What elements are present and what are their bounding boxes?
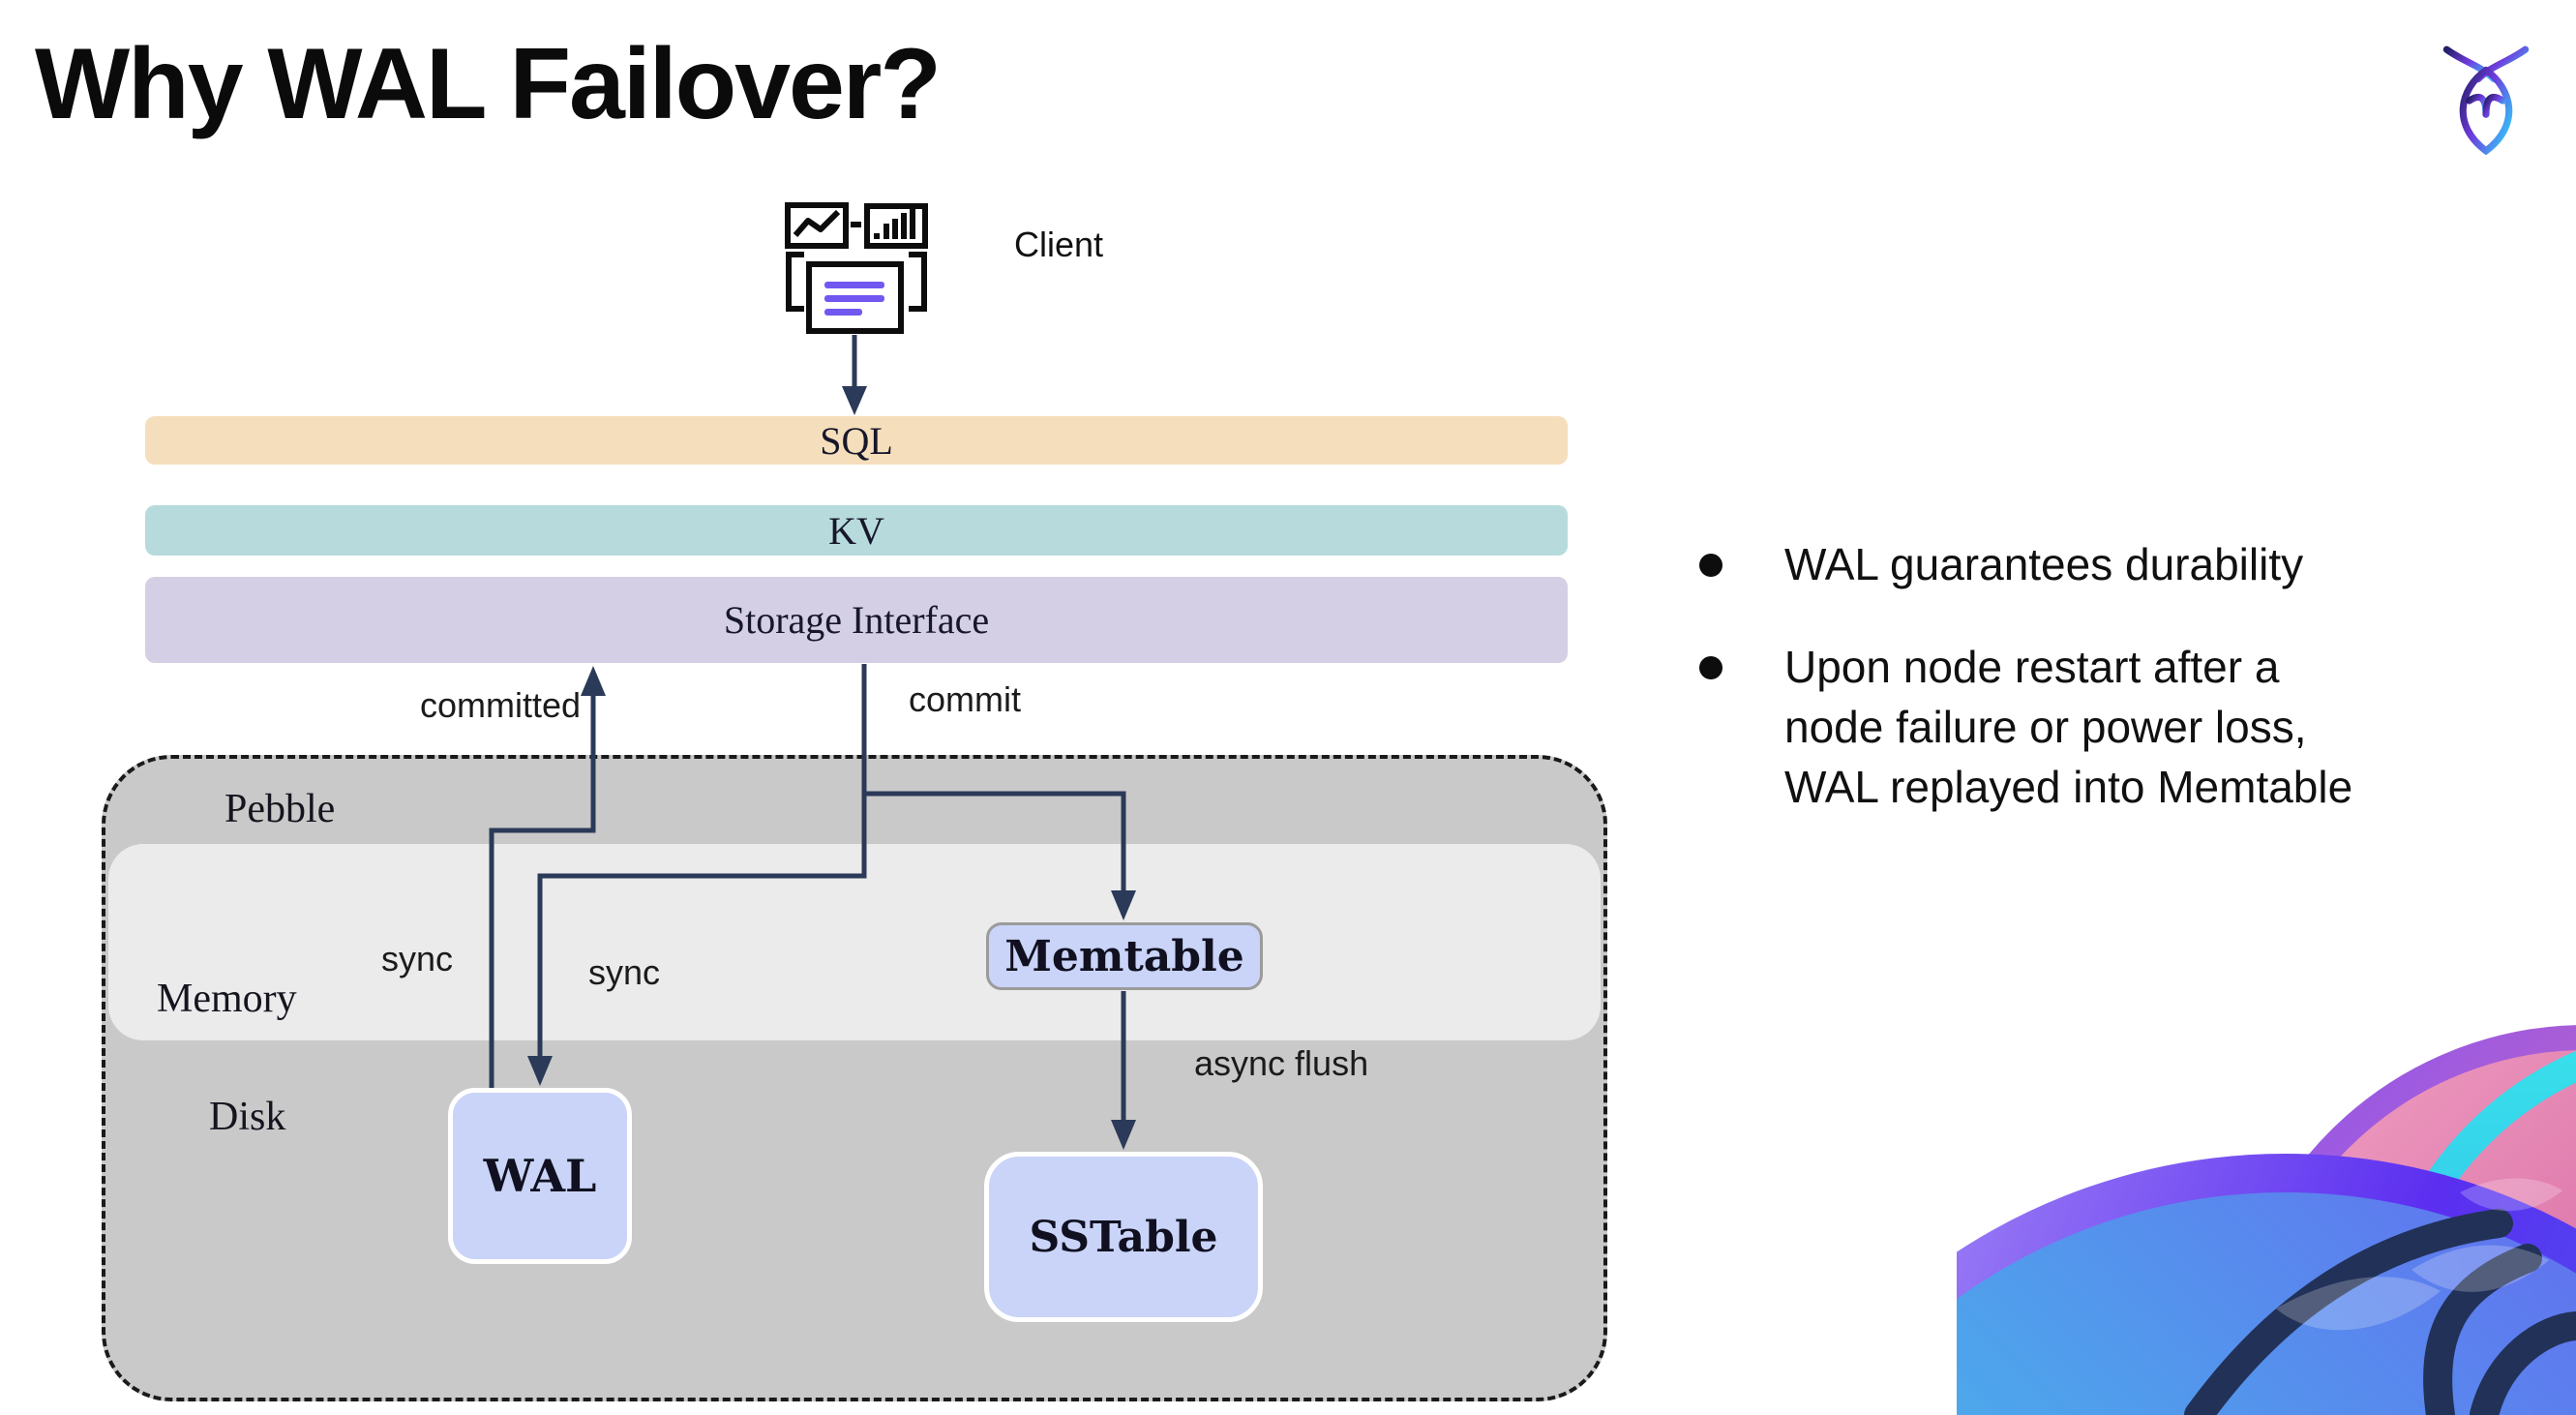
corner-art-svg (1957, 1025, 2576, 1415)
edge-label-commit: commit (909, 679, 1021, 719)
layer-kv: KV (145, 505, 1568, 556)
client-label: Client (1014, 225, 1104, 264)
page-title: Why WAL Failover? (35, 28, 942, 140)
bullet-list: WAL guarantees durability Upon node rest… (1686, 534, 2557, 859)
line-chart-icon (785, 202, 849, 249)
cockroach-glyph (2442, 45, 2530, 156)
layer-storage-interface: Storage Interface (145, 577, 1568, 663)
bullet-dot-icon (1699, 656, 1722, 679)
layer-kv-label: KV (828, 508, 884, 553)
wal-box-label: WAL (483, 1150, 597, 1202)
bullet-item: WAL guarantees durability (1686, 534, 2557, 594)
bullet-dot-icon (1699, 554, 1722, 577)
arrow-commit-memtable (864, 791, 1126, 892)
bullet-text: WAL guarantees durability (1784, 539, 2304, 589)
wal-box: WAL (448, 1088, 632, 1264)
arrow-committed (489, 677, 596, 1088)
dash-icon (851, 222, 861, 227)
bracket-icons (786, 252, 927, 312)
document-icon (806, 261, 904, 334)
corner-logo-art (1957, 950, 2576, 1415)
edge-label-sync-2: sync (588, 952, 661, 992)
bullet-text: Upon node restart after a node failure o… (1784, 642, 2353, 812)
layer-storage-label: Storage Interface (723, 598, 990, 642)
client-icon-svg (785, 202, 928, 334)
bar-chart-icon (864, 203, 928, 249)
pebble-label: Pebble (225, 787, 336, 831)
memtable-box: Memtable (986, 922, 1263, 990)
bullet-item: Upon node restart after a node failure o… (1686, 637, 2557, 817)
edge-label-async-flush: async flush (1194, 1043, 1369, 1083)
memtable-box-label: Memtable (1004, 931, 1244, 981)
sstable-box: SSTable (984, 1152, 1263, 1322)
arrow-commit-sync-wal (537, 664, 867, 1059)
layer-sql: SQL (145, 416, 1568, 465)
petal-highlights (2276, 1178, 2562, 1331)
memory-label: Memory (157, 977, 297, 1021)
disk-label: Disk (209, 1095, 286, 1139)
edge-label-sync-1: sync (381, 939, 454, 978)
client-icon (779, 198, 934, 339)
cockroachdb-logo-icon (2437, 41, 2535, 159)
arrowheads (527, 386, 1136, 1150)
edge-label-committed: committed (419, 685, 581, 725)
leaf-veins (2184, 1209, 2576, 1415)
sstable-box-label: SSTable (1029, 1212, 1218, 1262)
layer-sql-label: SQL (820, 418, 893, 463)
